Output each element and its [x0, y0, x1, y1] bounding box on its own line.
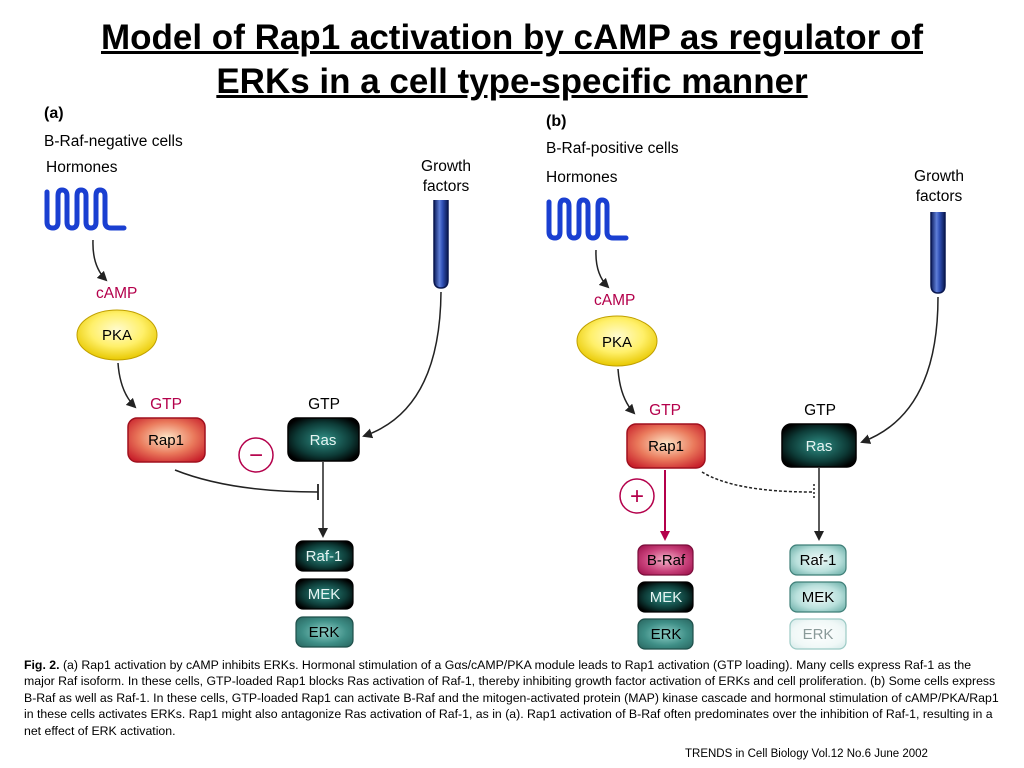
panel-a-arrow-growth-ras — [362, 291, 442, 439]
panel-b-arrow-hormone-camp — [595, 249, 610, 289]
panel-a-growth-label-1: Growth — [421, 158, 471, 175]
panel-a-mek-label: MEK — [308, 586, 341, 603]
panel-a-raf1-label: Raf-1 — [306, 548, 343, 565]
panel-b-erk-left-label: ERK — [651, 626, 682, 643]
panel-a-inhibition-line — [174, 469, 319, 493]
panel-a-mek-node — [295, 578, 354, 610]
panel-a-pka-label: PKA — [102, 327, 132, 344]
panel-a-sign-label: − — [249, 442, 263, 469]
panel-b-growth-factor-receptor-icon — [930, 212, 946, 294]
panel-b-braf-label: B-Raf — [647, 552, 686, 569]
panel-b-growth-label-1: Growth — [914, 168, 964, 185]
panel-b-arrow-pka-rap1 — [617, 368, 636, 415]
panel-a-cell-type: B-Raf-negative cells — [44, 133, 183, 150]
panel-a-hormones-label: Hormones — [46, 159, 118, 176]
panel-b-dashed-inhibition-line — [701, 471, 813, 493]
panel-b-cell-type: B-Raf-positive cells — [546, 140, 679, 157]
panel-a-erk-label: ERK — [309, 624, 340, 641]
panel-a-arrow-hormone-camp — [92, 239, 108, 282]
panel-b-mek-left-label: MEK — [650, 589, 683, 606]
panel-a-rap1-label: Rap1 — [148, 432, 184, 449]
panel-a: (a) B-Raf-negative cells Hormones Growth… — [44, 105, 471, 648]
panel-b-gtp-rap1-label: GTP — [649, 402, 681, 419]
panel-b-mek-right-node — [789, 581, 847, 613]
panel-b: (b) B-Raf-positive cells Hormones Growth… — [546, 113, 964, 650]
caption-text: (a) Rap1 activation by cAMP inhibits ERK… — [24, 658, 999, 738]
panel-b-arrow-growth-ras — [860, 296, 939, 444]
panel-b-hormone-receptor-icon — [546, 197, 629, 241]
panel-b-erk-left-node — [637, 618, 694, 650]
panel-b-gtp-ras-label: GTP — [804, 402, 836, 419]
panel-b-letter: (b) — [546, 113, 566, 130]
panel-b-pka-label: PKA — [602, 334, 632, 351]
panel-b-pka-node — [576, 315, 658, 367]
panel-b-ras-label: Ras — [806, 438, 833, 455]
panel-b-rap1-label: Rap1 — [648, 438, 684, 455]
panel-b-mek-right-label: MEK — [802, 589, 835, 606]
panel-b-braf-node — [637, 544, 694, 576]
page-title: Model of Rap1 activation by cAMP as regu… — [0, 16, 1024, 104]
panel-a-letter: (a) — [44, 105, 64, 122]
panel-b-raf1-node — [789, 544, 847, 576]
panel-a-camp-label: cAMP — [96, 285, 137, 302]
panel-a-inhibition-sign — [238, 437, 274, 473]
panel-b-ras-node — [781, 423, 857, 468]
panel-a-ras-label: Ras — [310, 432, 337, 449]
panel-a-rap1-node — [127, 417, 206, 463]
panel-b-sign-label: + — [630, 483, 644, 510]
panel-a-growth-label-2: factors — [423, 178, 470, 195]
panel-b-hormones-label: Hormones — [546, 169, 618, 186]
figure-caption: Fig. 2. (a) Rap1 activation by cAMP inhi… — [24, 657, 1000, 739]
panel-b-raf1-label: Raf-1 — [800, 552, 837, 569]
panel-b-activation-sign — [619, 478, 655, 514]
panel-a-arrow-pka-rap1 — [117, 362, 137, 409]
panel-a-ras-node — [287, 417, 360, 462]
panel-a-erk-node — [295, 616, 354, 648]
panel-a-pka-node — [76, 309, 158, 361]
panel-a-raf1-node — [295, 540, 354, 572]
panel-a-gtp-ras-label: GTP — [308, 396, 340, 413]
title-line-2: ERKs in a cell type-specific manner — [216, 62, 808, 101]
panel-b-mek-left-node — [637, 581, 694, 613]
panel-b-growth-label-2: factors — [916, 188, 963, 205]
panel-a-gtp-rap1-label: GTP — [150, 396, 182, 413]
caption-label: Fig. 2. — [24, 658, 60, 672]
panel-b-erk-right-label: ERK — [803, 626, 834, 643]
panel-b-camp-label: cAMP — [594, 292, 635, 309]
panel-a-hormone-receptor-icon — [44, 187, 127, 231]
panel-a-growth-factor-receptor-icon — [433, 200, 449, 289]
source-citation: TRENDS in Cell Biology Vol.12 No.6 June … — [685, 748, 928, 760]
title-line-1: Model of Rap1 activation by cAMP as regu… — [100, 18, 923, 57]
panel-b-erk-right-node — [789, 618, 847, 650]
panel-b-rap1-node — [626, 423, 706, 469]
